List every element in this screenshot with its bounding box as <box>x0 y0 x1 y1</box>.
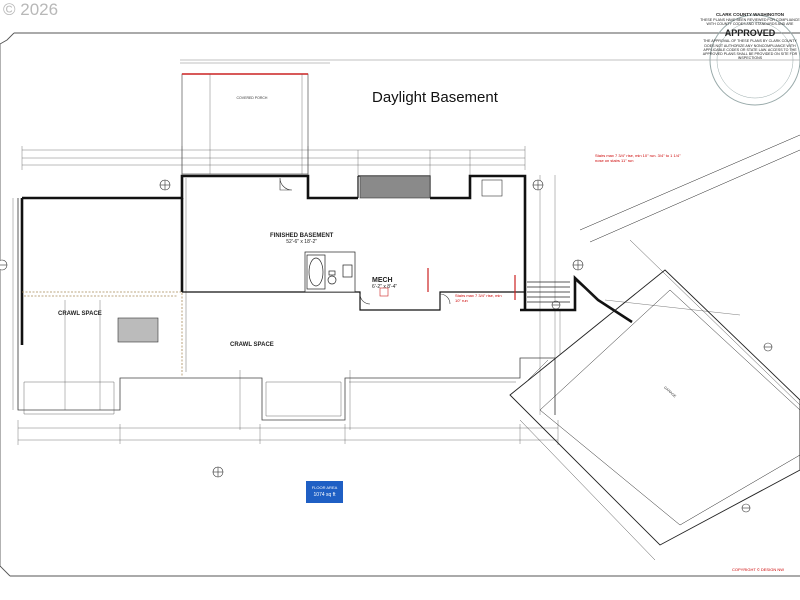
room-crawl-space-center: CRAWL SPACE <box>230 342 274 348</box>
stamp-body: THESE PLANS HAVE BEEN REVIEWED FOR COMPL… <box>700 18 800 27</box>
stamp-status: APPROVED <box>724 28 776 39</box>
room-mech: MECH 6'-2" x 8'-4" <box>372 277 397 290</box>
room-finished-basement-size: 52'-6" x 18'-2" <box>286 239 318 245</box>
room-mech-label: MECH <box>372 277 393 284</box>
beam-hatch <box>359 175 431 199</box>
approval-seal <box>709 14 800 106</box>
room-covered-porch: COVERED PORCH <box>236 96 268 100</box>
bathroom-fixtures <box>304 251 356 293</box>
stairs-note-lower: Stairs max 7 3/4" rise, min 10" run <box>455 293 502 303</box>
crawl-space-boundary <box>22 291 183 376</box>
watermark: © 2026 <box>3 0 59 19</box>
room-finished-basement: FINISHED BASEMENT 52'-6" x 18'-2" <box>270 233 333 245</box>
room-mech-size: 6'-2" x 8'-4" <box>372 284 398 290</box>
approval-stamp: CLARK COUNTY WASHINGTON THESE PLANS HAVE… <box>700 12 800 60</box>
garage-outline <box>509 134 800 561</box>
foundation-wall <box>17 178 556 421</box>
floor-area-box: FLOOR AREA 1074 sq ft <box>306 481 343 503</box>
doors <box>279 177 503 305</box>
room-crawl-space-left: CRAWL SPACE <box>58 311 102 317</box>
stairs <box>527 279 599 303</box>
red-callouts <box>379 268 516 300</box>
copyright: COPYRIGHT © DESIGN NW <box>732 567 784 572</box>
reference-lines <box>180 59 800 64</box>
covered-porch-outline <box>181 73 309 175</box>
stairs-note: Stairs max 7 3/4" rise, min 10" run. 3/4… <box>595 153 681 163</box>
room-finished-basement-label: FINISHED BASEMENT <box>270 233 334 239</box>
plan-title: Daylight Basement <box>372 89 498 106</box>
floor-area-label: FLOOR AREA <box>311 485 338 490</box>
stamp-footer: THE APPROVAL OF THESE PLANS BY CLARK COU… <box>702 39 798 61</box>
floor-area-value: 1074 sq ft <box>313 492 336 498</box>
grid-markers <box>0 179 773 513</box>
crawl-vent-box <box>117 317 159 343</box>
sheet-border <box>0 32 800 577</box>
stamp-header: CLARK COUNTY WASHINGTON <box>715 12 785 17</box>
